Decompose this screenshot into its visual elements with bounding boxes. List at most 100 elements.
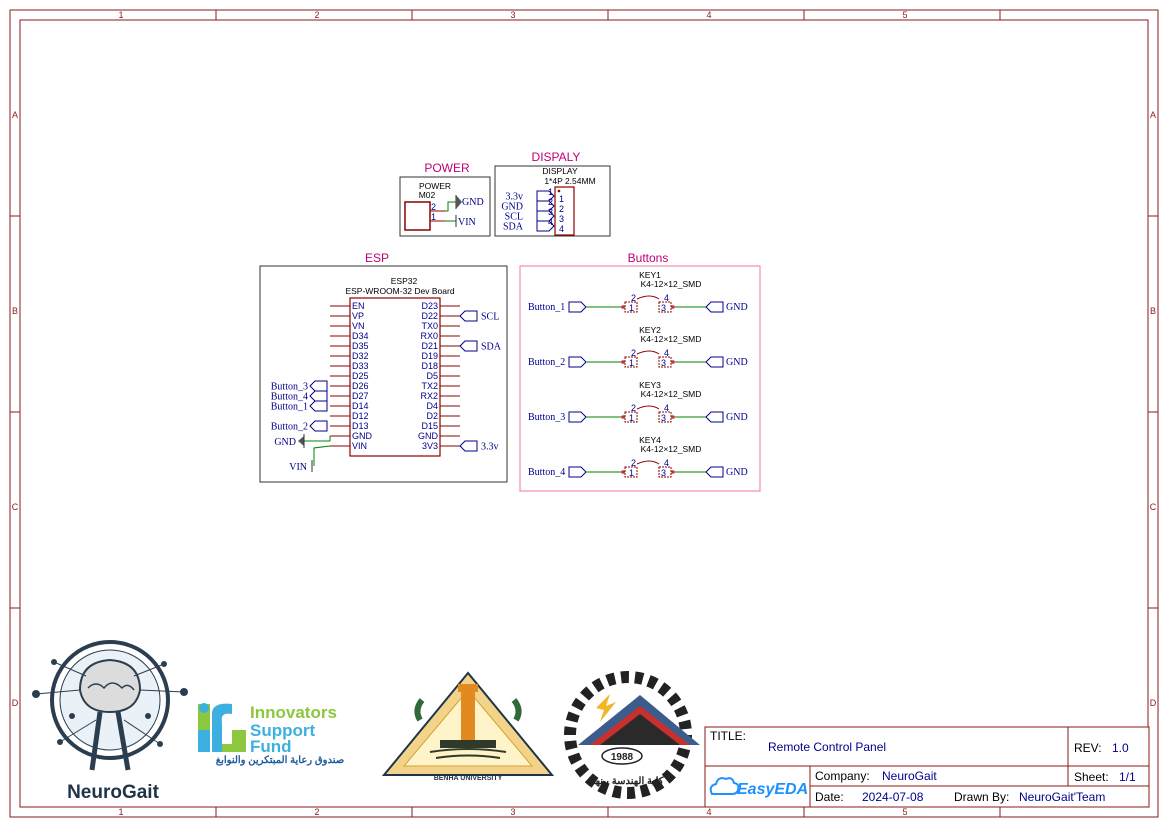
esp-left-pin-label: D26 [352, 381, 369, 391]
display-part-value: 1*4P 2.54MM [544, 176, 595, 186]
zone-col-3: 3 [510, 10, 515, 20]
title-value: Remote Control Panel [768, 740, 886, 754]
power-part-value: M02 [419, 190, 436, 200]
key-net-in-flag[interactable] [568, 301, 587, 313]
switch-pin-label: 4 [664, 403, 669, 413]
switch-pad-right [658, 466, 672, 478]
esp-net-flag-3V3[interactable] [459, 440, 478, 452]
date-value: 2024-07-08 [862, 790, 924, 804]
key-value: K4-12×12_SMD [641, 444, 702, 454]
esp-right-pin-label: D23 [421, 301, 438, 311]
key-ref: KEY1 [639, 270, 661, 280]
drawn-by-label: Drawn By: [954, 790, 1009, 804]
display-net-flag-0[interactable] [536, 190, 555, 202]
esp-left-pin-label: D25 [352, 371, 369, 381]
esp-group[interactable]: ESP ESP32 ESP-WROOM-32 Dev Board ENVPVND… [259, 251, 508, 483]
power-pin-1: 1 [431, 212, 436, 222]
company-label: Company: [815, 769, 870, 783]
key-net-in-flag[interactable] [568, 356, 587, 368]
switch-pad-right [658, 301, 672, 313]
display-net-flag-1[interactable] [536, 200, 555, 212]
display-group-title: DISPALY [532, 150, 581, 164]
key-ref: KEY3 [639, 380, 661, 390]
esp-right-pin-label: TX0 [421, 321, 438, 331]
esp-left-pin-label: D14 [352, 401, 369, 411]
neurogait-logo: NeuroGait [32, 640, 188, 803]
esp32-body [349, 297, 441, 457]
key-net-in: Button_3 [528, 412, 565, 423]
key-net-in: Button_2 [528, 357, 565, 368]
esp-net-flag-D22[interactable] [459, 310, 478, 322]
title-label: TITLE: [710, 729, 746, 743]
zone-row-b: B [12, 306, 18, 316]
power-part-name: POWER [419, 181, 451, 191]
key-net-out-flag[interactable] [705, 301, 724, 313]
power-net-vin: VIN [458, 217, 476, 228]
esp-net-gnd: GND [274, 437, 296, 448]
switch-pin-label: 4 [664, 293, 669, 303]
sheet-value: 1/1 [1119, 770, 1136, 784]
key-net-out-flag[interactable] [705, 411, 724, 423]
esp-part-value: ESP-WROOM-32 Dev Board [345, 286, 454, 296]
zone-col-5-bottom: 5 [902, 807, 907, 817]
esp-right-pin-label: D22 [421, 311, 438, 321]
esp-net-flag-D26[interactable] [309, 380, 328, 392]
key-net-out-flag[interactable] [705, 466, 724, 478]
rev-value: 1.0 [1112, 741, 1129, 755]
gnd-symbol-icon [455, 195, 462, 209]
switch-pin-label: 3 [661, 303, 666, 313]
switch-pad-left [624, 356, 638, 368]
sheet-frame: 1 2 3 4 5 1 2 3 4 5 A B C D A B C D [9, 9, 1159, 818]
easyeda-cloud-icon [709, 777, 740, 795]
isf-text-fund: Fund [250, 737, 292, 756]
switch-pin-label: 2 [631, 348, 636, 358]
esp-net-flag-D21[interactable] [459, 340, 478, 352]
key-net-out: GND [726, 357, 748, 368]
display-net-flag-2[interactable] [536, 210, 555, 222]
display-pin-left: 1 [548, 187, 553, 197]
key-net-in-flag[interactable] [568, 411, 587, 423]
power-group-title: POWER [424, 161, 470, 175]
esp-net-flag-D13[interactable] [309, 420, 328, 432]
zone-col-2-bottom: 2 [314, 807, 319, 817]
power-group[interactable]: POWER POWER M02 2 1 GND VIN [399, 161, 491, 237]
esp-net-flag-D14[interactable] [309, 400, 328, 412]
display-net-label: SCL [505, 212, 523, 223]
switch-pad-right [658, 356, 672, 368]
esp-left-pin-label: GND [352, 431, 373, 441]
display-connector-body [554, 186, 575, 236]
zone-row-a: A [12, 110, 18, 120]
esp-net-label: Button_1 [271, 402, 308, 413]
switch-pin-label: 4 [664, 458, 669, 468]
key-net-out-flag[interactable] [705, 356, 724, 368]
power-net-gnd: GND [462, 197, 484, 208]
display-net-flag-3[interactable] [536, 220, 555, 232]
esp-net-flag-D27[interactable] [309, 390, 328, 402]
esp-left-pin-label: VP [352, 311, 364, 321]
key-net-out: GND [726, 302, 748, 313]
benha-logo-text: BENHA UNIVERSITY [434, 775, 503, 782]
esp-left-pin-label: D35 [352, 341, 369, 351]
sheet-label: Sheet: [1074, 770, 1109, 784]
display-net-label: GND [501, 202, 523, 213]
zone-row-b-right: B [1150, 306, 1156, 316]
zone-col-1: 1 [118, 10, 123, 20]
zone-row-c: C [12, 502, 19, 512]
faculty-logo-year: 1988 [611, 752, 634, 763]
display-net-label: SDA [503, 222, 524, 233]
esp-left-pin-label: VIN [352, 441, 367, 451]
key-net-in-flag[interactable] [568, 466, 587, 478]
power-connector-body [404, 201, 431, 231]
switch-pad-left [624, 411, 638, 423]
key-net-out: GND [726, 412, 748, 423]
isf-text-innovators: Innovators [250, 703, 337, 722]
faculty-engineering-logo: 1988 كلية الهندسة ببنها [564, 671, 700, 799]
company-value: NeuroGait [882, 769, 937, 783]
display-pin-number: 2 [559, 204, 564, 214]
